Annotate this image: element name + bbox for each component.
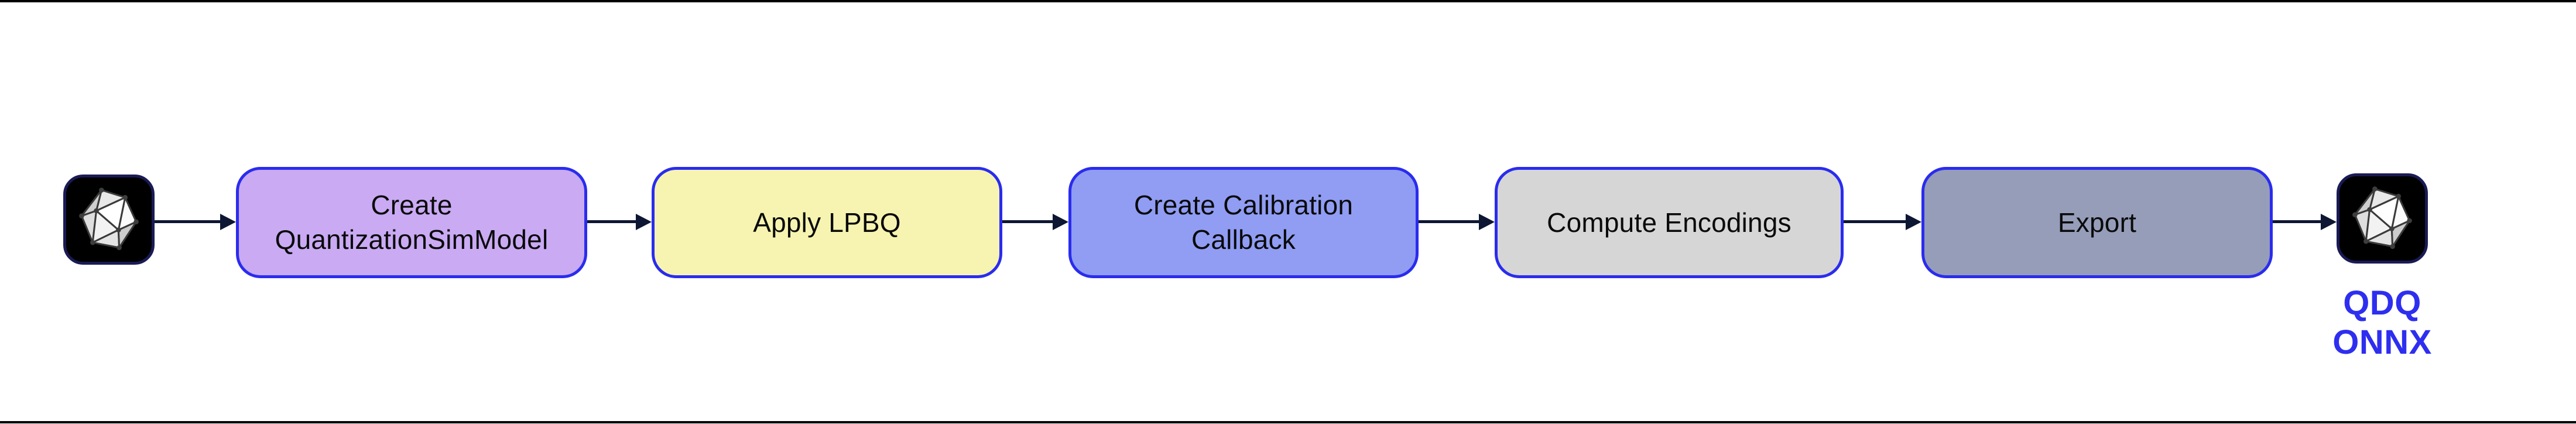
arrow-head xyxy=(1906,214,1921,230)
onnx-input-model-tile xyxy=(63,175,155,265)
node-label: Create Calibration Callback xyxy=(1133,190,1354,255)
arrow-head xyxy=(1053,214,1068,230)
flow-arrow xyxy=(1419,213,1495,231)
node-create-quantizationsimmodel: Create QuantizationSimModel xyxy=(236,167,587,278)
flow-arrow xyxy=(1002,213,1068,231)
node-label: Create QuantizationSimModel xyxy=(275,190,549,255)
onnx-logo-icon xyxy=(2352,186,2412,249)
arrow-head xyxy=(1479,214,1495,230)
flow-arrow xyxy=(155,213,236,231)
arrow-head xyxy=(636,214,652,230)
arrow-shaft xyxy=(587,220,639,223)
bottom-border-line xyxy=(0,421,2576,423)
onnx-output-model-tile xyxy=(2337,173,2428,264)
node-label: Export xyxy=(2057,207,2137,238)
arrow-shaft xyxy=(2273,220,2324,223)
flow-arrow xyxy=(1844,213,1921,231)
arrow-shaft xyxy=(1002,220,1056,223)
node-label: Apply LPBQ xyxy=(753,207,901,238)
node-create-calibration-callback: Create Calibration Callback xyxy=(1068,167,1419,278)
node-export: Export xyxy=(1921,167,2273,278)
top-border-line xyxy=(0,0,2576,2)
arrow-shaft xyxy=(1419,220,1482,223)
flow-arrow xyxy=(2273,213,2337,231)
arrow-head xyxy=(2321,214,2337,230)
arrow-shaft xyxy=(1844,220,1909,223)
node-compute-encodings: Compute Encodings xyxy=(1495,167,1844,278)
output-format-label: QDQ ONNX xyxy=(2332,284,2432,361)
node-apply-lpbq: Apply LPBQ xyxy=(652,167,1002,278)
arrow-shaft xyxy=(155,220,223,223)
node-label: Compute Encodings xyxy=(1547,207,1791,238)
arrow-head xyxy=(220,214,236,230)
onnx-logo-icon xyxy=(79,187,139,251)
flow-arrow xyxy=(587,213,652,231)
